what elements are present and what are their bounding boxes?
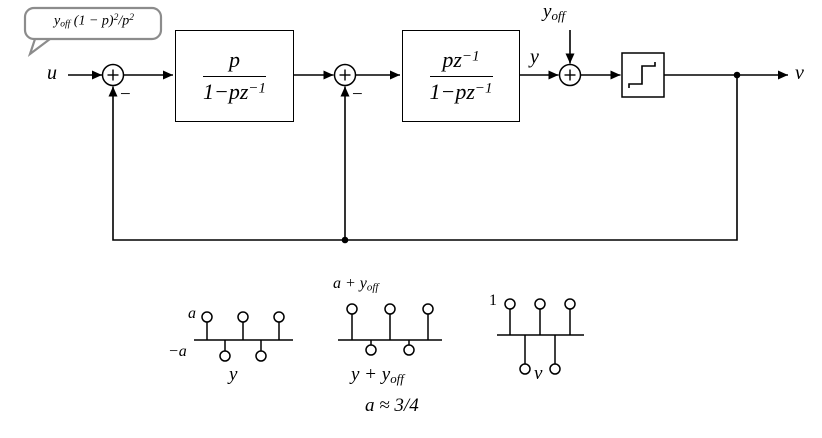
stem-sample-circle <box>422 303 434 315</box>
stem-sample-circle <box>346 303 358 315</box>
callout-bubble <box>23 6 163 41</box>
block2-numerator: pz−1 <box>429 47 493 77</box>
plot-y-yoff-amplitude-label: a + yoff <box>333 275 379 294</box>
stem-sample-circle <box>403 344 415 356</box>
output-label: v <box>795 62 804 84</box>
stem-plot-v <box>497 298 584 375</box>
plot-v-amplitude-label: 1 <box>489 292 497 309</box>
yoff-input-label: yoff <box>543 1 566 24</box>
branch-node-output <box>733 71 741 79</box>
stem-sample-circle <box>273 311 285 323</box>
block2-denominator: 1−pz−1 <box>429 79 493 104</box>
stem-sample-circle <box>237 311 249 323</box>
stem-sample-circle <box>255 350 267 362</box>
wire-feedback-to-sum1 <box>108 75 738 241</box>
stem-sample-circle <box>384 303 396 315</box>
summing-junction-2 <box>333 63 357 87</box>
block1-numerator: p <box>203 47 266 77</box>
input-label: u <box>47 62 57 84</box>
callout-label: yoff (1 − p)2/p2 <box>54 13 134 30</box>
sum1-minus-sign: − <box>120 84 131 105</box>
block-first-integrator: p 1−pz−1 <box>175 30 294 122</box>
quantizer-step-icon <box>628 62 656 88</box>
stem-sample-circle <box>534 298 546 310</box>
block-second-integrator: pz−1 1−pz−1 <box>402 30 520 122</box>
stem-sample-circle <box>201 311 213 323</box>
plot-y-caption: y <box>229 364 238 385</box>
block1-denominator: 1−pz−1 <box>203 79 266 104</box>
stem-plot-y-plus-yoff <box>338 303 442 356</box>
sum2-minus-sign: − <box>352 84 363 105</box>
stem-sample-circle <box>365 344 377 356</box>
plot-y-amplitude-label: a <box>188 305 196 322</box>
approx-note: a ≈ 3/4 <box>365 395 419 416</box>
plot-y-neg-amplitude-label: −a <box>168 343 187 360</box>
block2-fraction: pz−1 1−pz−1 <box>429 47 493 105</box>
stem-sample-circle <box>549 363 561 375</box>
summing-junction-1 <box>101 63 125 87</box>
stem-sample-circle <box>504 298 516 310</box>
stem-sample-circle <box>219 350 231 362</box>
y-signal-label: y <box>530 46 539 68</box>
stem-sample-circle <box>564 298 576 310</box>
branch-node-feedback <box>341 236 349 244</box>
stem-plot-y <box>194 311 293 362</box>
quantizer-block <box>621 52 665 98</box>
quantizer-box <box>621 52 665 98</box>
summing-junction-3 <box>558 63 582 87</box>
stem-sample-circle <box>519 363 531 375</box>
block1-fraction: p 1−pz−1 <box>203 47 266 105</box>
plot-y-yoff-caption: y + yoff <box>351 364 404 387</box>
plot-v-caption: v <box>534 363 543 384</box>
